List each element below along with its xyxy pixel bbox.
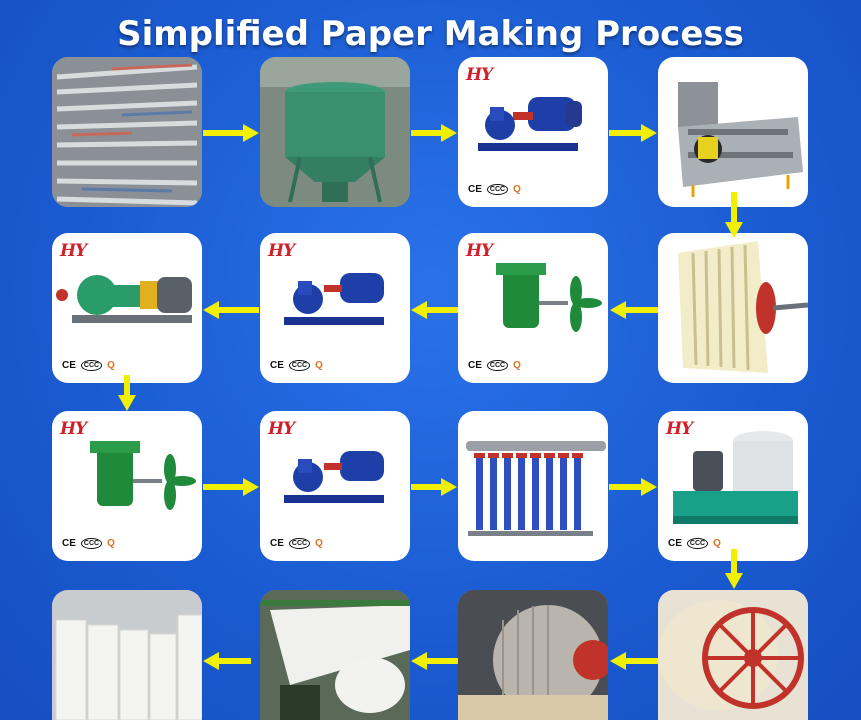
pressure-screen-icon <box>673 431 798 524</box>
ce-mark: CE <box>62 360 76 371</box>
ccc-mark: CCC <box>288 538 311 549</box>
arrow-right-4 <box>203 478 259 496</box>
step-cylinder-mould <box>658 590 808 720</box>
step-paper-machine <box>260 590 410 720</box>
iso-icon: Q <box>107 538 115 549</box>
hy-logo: HY <box>268 419 295 439</box>
arrow-left-2 <box>411 301 458 319</box>
arrow-down-3 <box>725 549 743 589</box>
ce-mark: CE <box>468 360 482 371</box>
step-waste-paper <box>52 57 202 207</box>
paper-machine-image <box>260 590 410 720</box>
arrow-left-1 <box>610 301 658 319</box>
agitator-icon <box>90 441 196 510</box>
step-disc-thickener <box>658 233 808 383</box>
certification-marks: CE CCC Q <box>270 538 323 549</box>
arrow-down-2 <box>118 375 136 411</box>
ccc-mark: CCC <box>486 184 509 195</box>
step-hydrapulper <box>260 57 410 207</box>
ce-mark: CE <box>468 184 482 195</box>
arrow-down-1 <box>725 192 743 238</box>
pulp-pump-icon <box>284 273 384 325</box>
step-pulp-pump-1: HY CE CCC Q <box>458 57 608 207</box>
ce-mark: CE <box>270 360 284 371</box>
agitator-icon <box>496 263 602 332</box>
hy-logo: HY <box>666 419 693 439</box>
iso-icon: Q <box>713 538 721 549</box>
certification-marks: CE CCC Q <box>62 360 115 371</box>
step-pulp-pump-2: HY CE CCC Q <box>260 233 410 383</box>
page-title: Simplified Paper Making Process <box>117 14 744 54</box>
arrow-left-6 <box>203 652 251 670</box>
iso-icon: Q <box>315 360 323 371</box>
arrow-right-6 <box>609 478 657 496</box>
ccc-mark: CCC <box>686 538 709 549</box>
paper-rolls-image <box>52 590 202 720</box>
arrow-right-2 <box>411 124 457 142</box>
arrow-left-5 <box>411 652 458 670</box>
step-pressure-screen: HY CE CCC Q <box>658 411 808 561</box>
step-propeller-agitator-2: HY CE CCC Q <box>52 411 202 561</box>
hy-logo: HY <box>60 419 87 439</box>
ccc-mark: CCC <box>288 360 311 371</box>
certification-marks: CE CCC Q <box>62 538 115 549</box>
step-propeller-agitator-1: HY CE CCC Q <box>458 233 608 383</box>
arrow-right-5 <box>411 478 457 496</box>
arrow-right-3 <box>609 124 657 142</box>
arrow-left-4 <box>610 652 658 670</box>
dryer-cylinder-image <box>458 590 608 720</box>
ccc-mark: CCC <box>486 360 509 371</box>
iso-icon: Q <box>513 360 521 371</box>
iso-icon: Q <box>315 538 323 549</box>
hy-logo: HY <box>268 241 295 261</box>
step-dryer-cylinder <box>458 590 608 720</box>
pulp-pump-icon <box>284 451 384 503</box>
vibrating-screen-icon <box>678 82 803 197</box>
step-vibrating-screen <box>658 57 808 207</box>
hy-logo: HY <box>466 241 493 261</box>
iso-icon: Q <box>107 360 115 371</box>
step-refiner: HY CE CCC Q <box>52 233 202 383</box>
ce-mark: CE <box>270 538 284 549</box>
iso-icon: Q <box>513 184 521 195</box>
cylinder-mould-image <box>658 590 808 720</box>
step-cyclone-cleaner <box>458 411 608 561</box>
step-paper-rolls <box>52 590 202 720</box>
ce-mark: CE <box>62 538 76 549</box>
ccc-mark: CCC <box>80 360 103 371</box>
ccc-mark: CCC <box>80 538 103 549</box>
hy-logo: HY <box>466 65 493 85</box>
certification-marks: CE CCC Q <box>468 184 521 195</box>
arrow-right-1 <box>203 124 259 142</box>
disc-thickener-icon <box>678 241 808 373</box>
cyclone-cleaner-icon <box>466 441 606 536</box>
certification-marks: CE CCC Q <box>270 360 323 371</box>
ce-mark: CE <box>668 538 682 549</box>
refiner-icon <box>56 275 192 323</box>
certification-marks: CE CCC Q <box>668 538 721 549</box>
waste-paper-image <box>52 57 202 207</box>
hydrapulper-image <box>260 57 410 207</box>
certification-marks: CE CCC Q <box>468 360 521 371</box>
hy-logo: HY <box>60 241 87 261</box>
step-pulp-pump-3: HY CE CCC Q <box>260 411 410 561</box>
arrow-left-3 <box>203 301 259 319</box>
pulp-pump-icon <box>478 97 582 151</box>
